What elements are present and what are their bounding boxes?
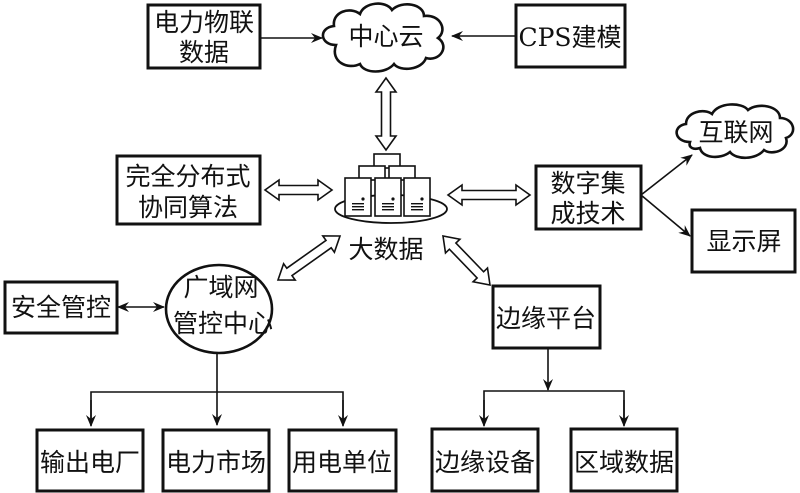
edge-digital-to-display — [640, 194, 691, 237]
node-power-market: 电力市场 — [161, 428, 271, 493]
edge-wan-tree — [86, 353, 348, 427]
node-distributed-algo-line1: 完全分布式 — [125, 162, 250, 191]
node-display-label: 显示屏 — [706, 227, 781, 256]
node-digital-integration-line1: 数字集 — [550, 169, 625, 198]
hollow-arrow-bigdata-digital — [446, 183, 532, 207]
node-center-cloud: 中心云 — [321, 2, 445, 73]
node-distributed-algo: 完全分布式 协同算法 — [115, 154, 262, 226]
hollow-arrow-algo-bigdata — [263, 178, 334, 202]
node-edge-platform: 边缘平台 — [491, 284, 602, 350]
node-digital-integration: 数字集 成技术 — [534, 164, 643, 231]
node-distributed-algo-line2: 协同算法 — [138, 193, 238, 222]
node-edge-platform-label: 边缘平台 — [496, 304, 596, 333]
node-power-plant: 输出电厂 — [35, 428, 145, 493]
node-wan-control: 广域网 管控中心 — [164, 263, 274, 355]
node-iot-data: 电力物联 数据 — [146, 3, 262, 70]
node-digital-integration-line2: 成技术 — [550, 199, 625, 228]
cloud-shape — [675, 103, 795, 160]
node-wan-control-line1: 广域网 — [183, 273, 258, 302]
server-cluster-icon — [334, 153, 448, 224]
node-regional-data-label: 区域数据 — [574, 448, 674, 477]
hollow-arrow-bigdata-wan — [276, 235, 342, 281]
node-edge-devices-label: 边缘设备 — [435, 448, 535, 477]
node-power-plant-label: 输出电厂 — [40, 448, 140, 477]
edge-digital-to-internet — [640, 154, 693, 196]
edge-platform-tree — [479, 348, 629, 427]
node-iot-data-line2: 数据 — [179, 38, 229, 67]
node-center-cloud-label: 中心云 — [348, 22, 423, 51]
node-regional-data: 区域数据 — [569, 427, 679, 493]
node-power-users-label: 用电单位 — [292, 448, 392, 477]
node-cps-modeling-label: CPS建模 — [518, 23, 621, 52]
node-iot-data-line1: 电力物联 — [154, 8, 254, 37]
node-internet: 互联网 — [675, 103, 795, 160]
node-security-control-label: 安全管控 — [11, 293, 111, 322]
node-security-control: 安全管控 — [3, 280, 119, 335]
node-edge-devices: 边缘设备 — [430, 427, 540, 493]
node-wan-control-line2: 管控中心 — [173, 309, 273, 338]
node-big-data-label: 大数据 — [348, 235, 423, 264]
node-internet-label: 互联网 — [698, 118, 773, 147]
node-display: 显示屏 — [690, 208, 797, 274]
node-cps-modeling: CPS建模 — [514, 3, 627, 69]
node-power-market-label: 电力市场 — [166, 448, 266, 477]
hollow-arrow-cloud-bigdata — [374, 76, 398, 152]
node-big-data: 大数据 — [334, 153, 448, 264]
hollow-arrow-bigdata-edge — [442, 235, 491, 286]
node-power-users: 用电单位 — [287, 428, 398, 493]
cloud-shape — [321, 2, 445, 73]
